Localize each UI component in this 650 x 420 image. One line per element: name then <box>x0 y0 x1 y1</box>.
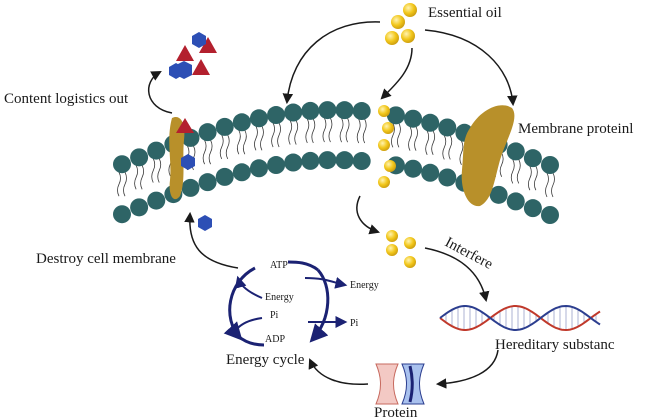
membrane-protein-left <box>169 116 185 200</box>
label-pi-in: Pi <box>270 310 279 321</box>
label-energy-out: Energy <box>350 280 379 291</box>
arrow-oil-center <box>380 47 413 100</box>
membrane-protein-right <box>461 105 515 207</box>
label-energy-in: Energy <box>265 292 294 303</box>
label-destroy-membrane: Destroy cell membrane <box>36 251 176 267</box>
oil-drops-through <box>378 105 396 188</box>
arrow-content-out <box>147 70 173 114</box>
arrow-interfere <box>424 247 490 303</box>
arrow-to-protein <box>435 349 499 389</box>
label-adp: ADP <box>265 334 285 345</box>
label-protein: Protein <box>374 405 418 420</box>
arrow-oil-down <box>356 195 380 235</box>
label-hereditary: Hereditary substanc <box>495 337 615 353</box>
oil-drops-bottom <box>386 230 416 268</box>
dna-helix-icon <box>439 304 601 332</box>
lipid-bilayer <box>113 101 559 224</box>
arrow-oil-left <box>282 21 381 105</box>
arrow-destroy-membrane <box>184 211 239 269</box>
label-atp: ATP <box>270 260 288 271</box>
label-energy-cycle: Energy cycle <box>226 352 305 368</box>
energy-cycle-icon <box>223 260 348 347</box>
label-content-out: Content logistics out <box>4 91 129 107</box>
arrow-protein-to-cycle <box>308 358 369 386</box>
protein-channel-icon <box>375 363 425 405</box>
content-molecules-icon <box>169 32 217 231</box>
label-pi-out: Pi <box>350 318 359 329</box>
label-essential-oil: Essential oil <box>428 5 502 21</box>
label-interfere: Interfere <box>442 234 495 273</box>
oil-drops-top <box>385 3 417 45</box>
arrow-oil-right <box>424 29 518 107</box>
label-membrane-protein: Membrane proteinl <box>518 121 633 137</box>
